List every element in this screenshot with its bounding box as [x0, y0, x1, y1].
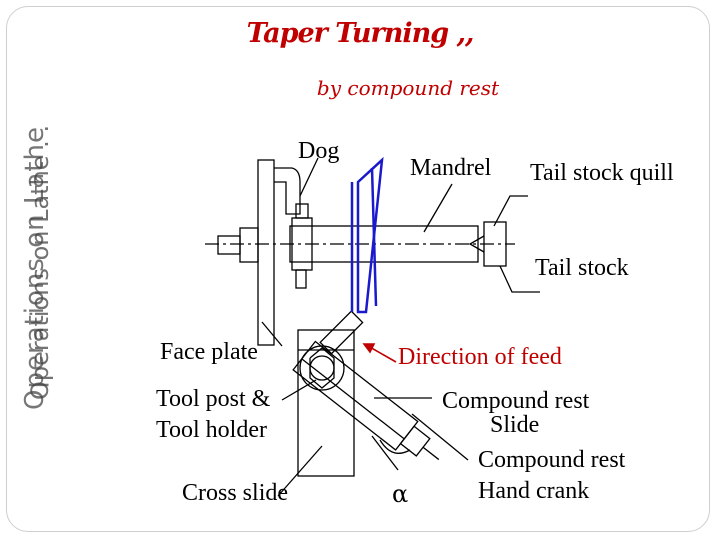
spindle-hub [239, 227, 259, 263]
mandrel-leader [423, 183, 453, 233]
tool-holder [319, 310, 364, 355]
slide-subtitle: by compound rest [316, 76, 500, 100]
cross-slide-leader [277, 445, 323, 497]
label-mandrel: Mandrel [410, 155, 492, 181]
label-face-plate: Face plate [160, 339, 258, 365]
workpiece-taper [356, 156, 384, 314]
dog-screw-top [295, 203, 309, 219]
compound-hand-crank [399, 425, 431, 457]
face-plate [257, 159, 275, 346]
slide-frame [6, 6, 710, 532]
label-tail-stock-quill: Tail stock quill [530, 160, 674, 186]
tool-post [299, 345, 345, 391]
toolpost-leader [281, 379, 317, 401]
label-hand-crank-1: Compound rest [478, 447, 626, 473]
label-hand-crank-2: Hand crank [478, 478, 590, 504]
label-dog: Dog [298, 138, 340, 164]
tail-stock-quill [483, 221, 507, 267]
slide-title: Taper Turning ,, [246, 18, 475, 49]
label-compound-slide-1: Compound rest [442, 388, 590, 414]
cross-slide [297, 329, 355, 477]
hand-crank-leader [411, 413, 469, 461]
dog-leader [299, 157, 319, 197]
dog-screw-bottom [295, 269, 307, 289]
label-alpha: α [392, 480, 409, 508]
feed-arrow-head [362, 343, 376, 354]
mandrel [289, 225, 479, 263]
lathe-dog [274, 167, 301, 215]
faceplate-leader [261, 321, 283, 347]
alpha-arc [379, 439, 411, 454]
label-cross-slide: Cross slide [182, 480, 289, 506]
tail-center [468, 235, 485, 253]
label-tail-stock: Tail stock [535, 255, 629, 281]
label-tool-post-1: Tool post & [156, 386, 271, 412]
feed-arrow-line [367, 345, 397, 363]
tailstock-leader [499, 265, 540, 293]
label-tool-post-2: Tool holder [156, 417, 267, 443]
label-compound-slide-2: Slide [490, 412, 540, 438]
label-direction-of-feed: Direction of feed [398, 344, 562, 370]
spindle-nose [217, 235, 241, 255]
quill-leader [493, 195, 528, 227]
